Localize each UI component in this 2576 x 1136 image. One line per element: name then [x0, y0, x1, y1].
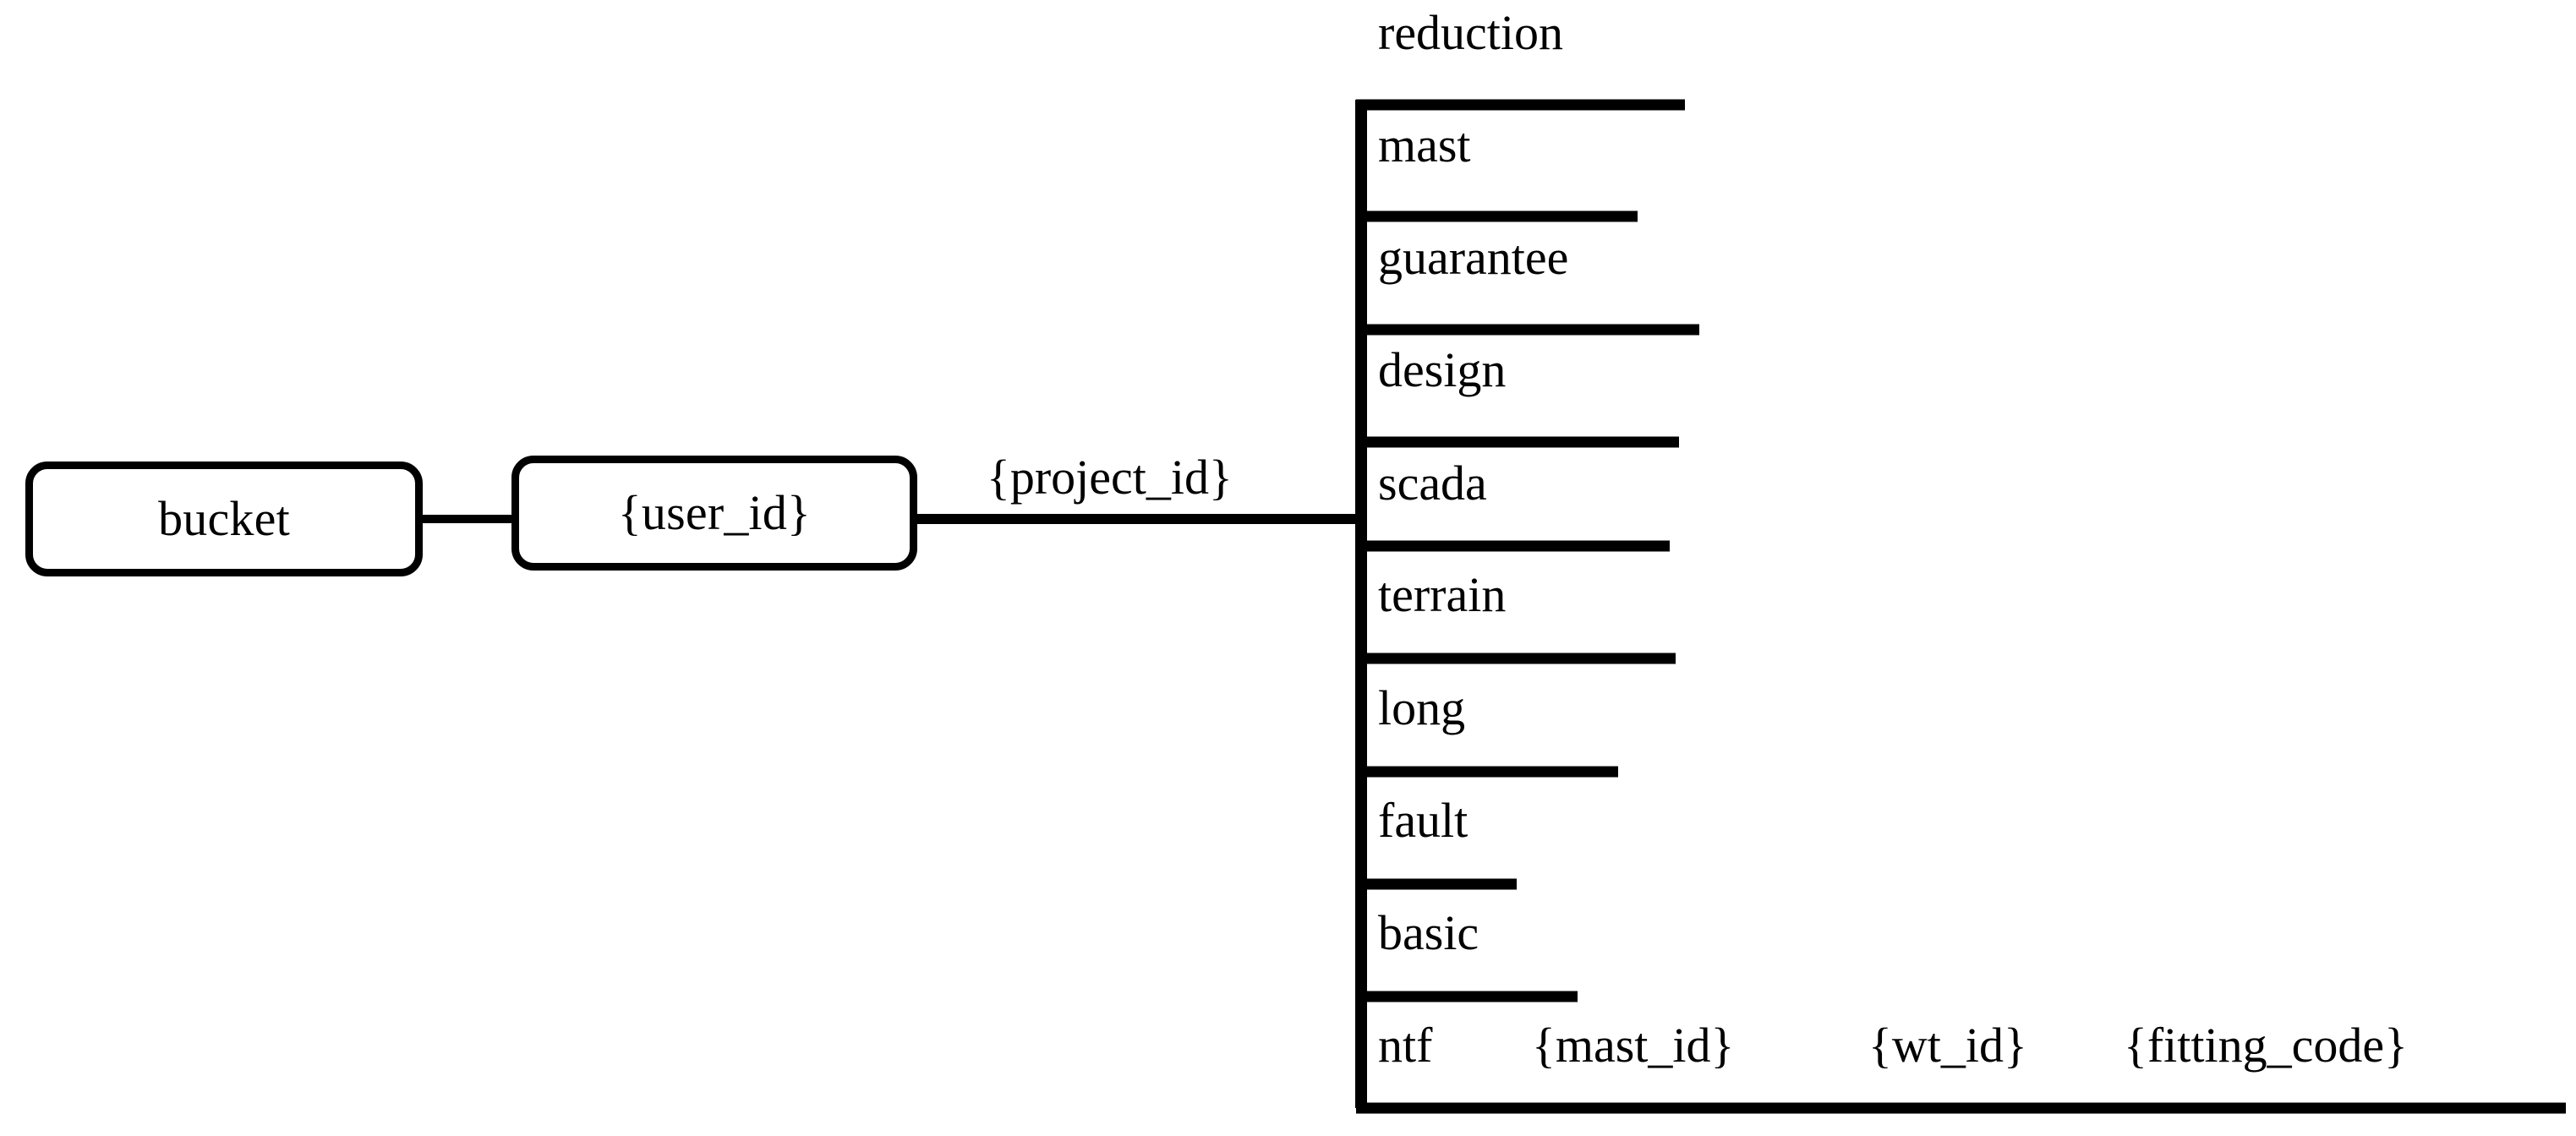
branch-label-basic[interactable]: basic — [1378, 905, 1479, 960]
branch-label-terrain[interactable]: terrain — [1378, 567, 1507, 622]
branch-label-guarantee[interactable]: guarantee — [1378, 230, 1569, 285]
leaf-label-mast-id[interactable]: {mast_id} — [1532, 1018, 1735, 1073]
node-user-id-label: {user_id} — [617, 485, 812, 540]
branch-label-ntf[interactable]: ntf — [1378, 1018, 1433, 1073]
branch-label-scada[interactable]: scada — [1378, 456, 1487, 511]
node-bucket-label: bucket — [158, 491, 290, 546]
branch-label-mast[interactable]: mast — [1378, 117, 1471, 172]
leaf-label-wt-id[interactable]: {wt_id} — [1868, 1018, 2027, 1073]
branch-label-long[interactable]: long — [1378, 680, 1466, 735]
leaf-label-fitting-code[interactable]: {fitting_code} — [2124, 1018, 2408, 1073]
branch-label-reduction[interactable]: reduction — [1378, 5, 1564, 60]
branch-label-design[interactable]: design — [1378, 342, 1507, 397]
node-user-id[interactable]: {user_id} — [511, 456, 917, 571]
node-bucket[interactable]: bucket — [25, 462, 423, 576]
edge-label-project-id: {project_id} — [987, 450, 1233, 505]
branch-label-fault[interactable]: fault — [1378, 793, 1468, 848]
